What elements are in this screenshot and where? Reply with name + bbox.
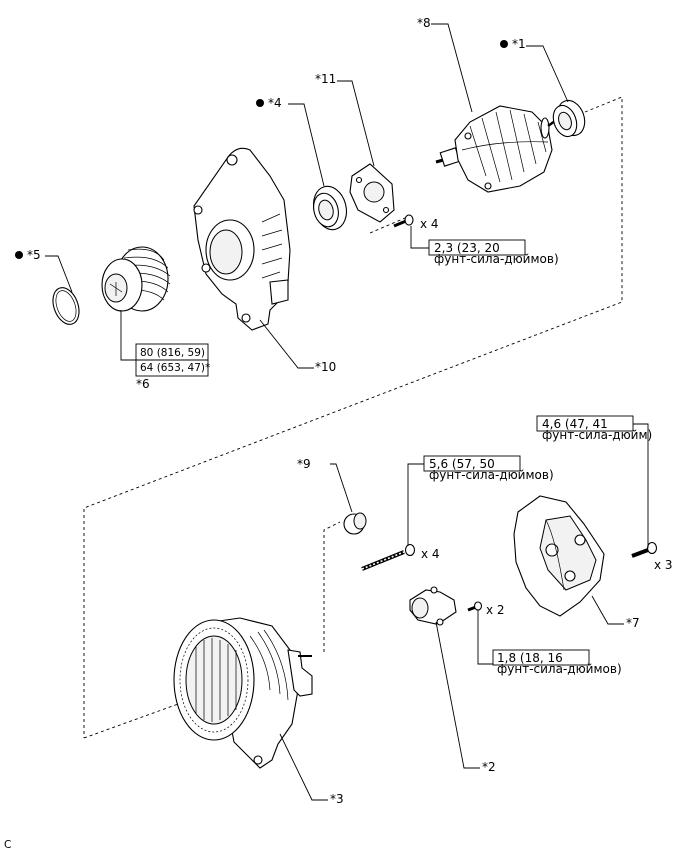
- leader-lines: [45, 23, 649, 801]
- regulator-screw-part: [467, 601, 483, 612]
- callout-8: *8: [417, 16, 431, 30]
- bearing-retainer-plate-part: [349, 163, 395, 223]
- torque-unit-23: фунт-сила-дюймов): [434, 252, 559, 266]
- plate-screw-part: [393, 214, 414, 228]
- cover-nut-part: [631, 541, 658, 558]
- callout-9: *9: [297, 457, 311, 471]
- voltage-regulator-part: [409, 586, 457, 626]
- bullet-dot-4: [256, 99, 264, 107]
- torque-value-23: 2,3 (23, 20: [434, 241, 500, 255]
- torque-value-46: 4,6 (47, 41: [542, 417, 608, 431]
- corner-mark: C: [4, 839, 11, 851]
- torque-spec-pulley: 80 (816, 59) 64 (653, 47)*: [135, 343, 210, 377]
- callout-10: *10: [315, 360, 336, 374]
- torque-spec-46: 4,6 (47, 41 фунт-сила-дюйм): [536, 415, 652, 442]
- callout-11: *11: [315, 72, 336, 86]
- front-bearing-part: [312, 185, 348, 231]
- torque-spec-56: 5,6 (57, 50 фунт-сила-дюймов): [423, 455, 554, 482]
- qty-plate-screws: x 4: [420, 217, 439, 231]
- pulley-cap-part: [52, 287, 80, 325]
- bullet-dot-1: [500, 40, 508, 48]
- brush-holder-part: [343, 512, 367, 535]
- callout-5: *5: [27, 248, 41, 262]
- bullet-dot-5: [15, 251, 23, 259]
- rear-end-cover-part: [513, 495, 605, 617]
- stator-housing-part: [173, 617, 313, 769]
- torque-unit-46: фунт-сила-дюйм): [542, 428, 652, 442]
- callout-1: *1: [512, 37, 526, 51]
- qty-regulator-screws: x 2: [486, 603, 505, 617]
- torque-value-18: 1,8 (18, 16: [497, 651, 563, 665]
- torque-pulley-line2: 64 (653, 47)*: [140, 362, 210, 374]
- rotor-part: [435, 105, 563, 193]
- callout-3: *3: [330, 792, 344, 806]
- torque-spec-23: 2,3 (23, 20 фунт-сила-дюймов): [428, 239, 559, 266]
- callout-2: *2: [482, 760, 496, 774]
- rear-bearing-part: [552, 99, 586, 138]
- qty-through-bolts: x 4: [421, 547, 440, 561]
- torque-unit-56: фунт-сила-дюймов): [429, 468, 554, 482]
- callout-7: *7: [626, 616, 640, 630]
- torque-unit-18: фунт-сила-дюймов): [497, 662, 622, 676]
- torque-value-56: 5,6 (57, 50: [429, 457, 495, 471]
- callout-6: *6: [136, 377, 150, 391]
- torque-pulley-line1: 80 (816, 59): [140, 347, 205, 359]
- qty-cover-nuts: x 3: [654, 558, 673, 572]
- pulley-part: [101, 246, 171, 312]
- torque-spec-18: 1,8 (18, 16 фунт-сила-дюймов): [492, 649, 622, 676]
- callout-4: *4: [268, 96, 282, 110]
- drive-end-frame-part: [193, 147, 291, 331]
- through-bolt-part: [361, 543, 416, 571]
